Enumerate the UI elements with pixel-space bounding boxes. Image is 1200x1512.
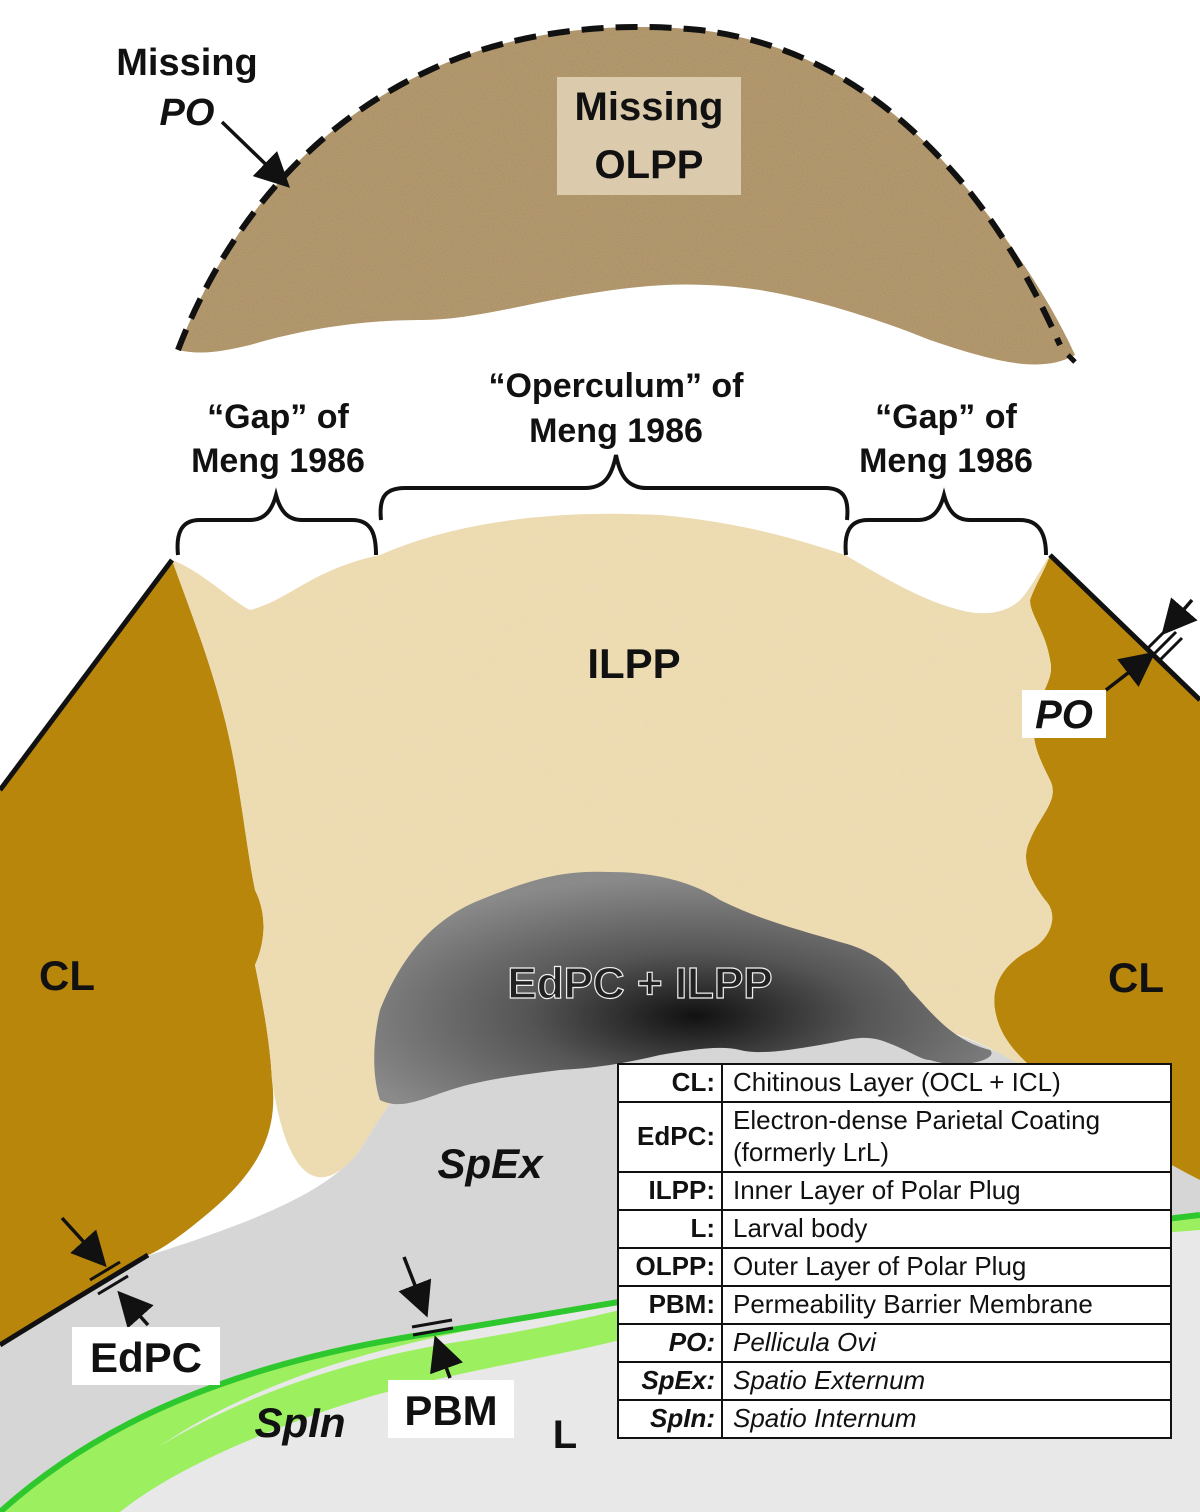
annotation-arrows	[60, 120, 1198, 1379]
po-arrow-bottom	[1104, 651, 1156, 692]
edpc-ilpp-region	[374, 871, 992, 1105]
missing-po-dashed-outline	[175, 23, 1063, 352]
legend-row: CL:Chitinous Layer (OCL + ICL)	[617, 1063, 1172, 1103]
operculum-label-line2: Meng 1986	[529, 412, 703, 450]
pbm-label: PBM	[404, 1387, 497, 1434]
legend-desc: Larval body	[721, 1208, 1172, 1249]
po-line-left	[0, 558, 175, 792]
po-right-label: PO	[1035, 693, 1093, 737]
po-line-right	[1048, 553, 1200, 702]
edpc-arrow-bottom	[117, 1290, 154, 1329]
legend-abbr: PBM:	[617, 1284, 723, 1325]
gap-right-label-line2: Meng 1986	[859, 442, 1033, 480]
missing-olpp-label-bg	[557, 77, 741, 195]
missing-po-label-line2: PO	[160, 92, 215, 134]
pbm-arrow-bottom	[430, 1335, 463, 1379]
legend-desc: Outer Layer of Polar Plug	[721, 1246, 1172, 1287]
pbm-arrow-top	[398, 1256, 432, 1318]
edpc-arrow-top	[60, 1216, 107, 1268]
legend-desc: Spatio Externum	[721, 1360, 1172, 1401]
pbm-membrane-marker	[411, 1318, 454, 1337]
edpc-label-bg	[72, 1327, 220, 1385]
edpc-line-left	[0, 1252, 150, 1348]
cl-right-label: CL	[1108, 954, 1164, 1001]
spatio-internum-lower	[70, 1310, 620, 1512]
legend-row: L:Larval body	[617, 1208, 1172, 1249]
legend-row: SpEx:Spatio Externum	[617, 1360, 1172, 1401]
missing-po-dash-end	[1066, 353, 1077, 364]
legend-row: PBM:Permeability Barrier Membrane	[617, 1284, 1172, 1325]
legend-abbr: ILPP:	[617, 1170, 723, 1211]
legend-desc: Permeability Barrier Membrane	[721, 1284, 1172, 1325]
missing-po-arrow	[220, 120, 291, 188]
gap-left-label-line2: Meng 1986	[191, 442, 365, 480]
gap-right-brace	[843, 487, 1048, 556]
legend-desc: Pellicula Ovi	[721, 1322, 1172, 1363]
legend-row: ILPP:Inner Layer of Polar Plug	[617, 1170, 1172, 1211]
missing-olpp-label-line1: Missing	[575, 85, 724, 129]
gap-right-label-line1: “Gap” of	[875, 398, 1017, 436]
cl-left-label: CL	[39, 952, 95, 999]
legend-desc: Spatio Internum	[721, 1398, 1172, 1439]
legend-row: EdPC:Electron-dense Parietal Coating (fo…	[617, 1100, 1172, 1173]
legend-row: PO:Pellicula Ovi	[617, 1322, 1172, 1363]
gap-left-label-line1: “Gap” of	[207, 398, 349, 436]
pbm-label-bg	[388, 1380, 514, 1438]
legend-abbr: SpEx:	[617, 1360, 723, 1401]
legend-desc: Chitinous Layer (OCL + ICL)	[721, 1063, 1172, 1103]
edpc-label: EdPC	[90, 1334, 202, 1381]
edpc-ilpp-label: EdPC + ILPP	[507, 959, 772, 1008]
legend-abbr: EdPC:	[617, 1100, 723, 1173]
gap-left-brace	[175, 487, 378, 556]
operculum-label-line1: “Operculum” of	[488, 367, 744, 405]
legend-desc: Inner Layer of Polar Plug	[721, 1170, 1172, 1211]
legend-abbr: L:	[617, 1208, 723, 1249]
legend-desc: Electron-dense Parietal Coating (formerl…	[721, 1100, 1172, 1173]
legend-abbr: CL:	[617, 1063, 723, 1103]
ilpp-label: ILPP	[587, 640, 680, 687]
missing-olpp-cap	[178, 26, 1075, 365]
larval-body-label: L	[553, 1413, 577, 1457]
spex-label: SpEx	[437, 1140, 544, 1187]
po-label-bg	[1022, 690, 1106, 738]
legend-abbr: PO:	[617, 1322, 723, 1363]
legend-row: SpIn:Spatio Internum	[617, 1398, 1172, 1439]
missing-olpp-label-line2: OLPP	[595, 143, 704, 187]
operculum-brace	[378, 454, 850, 521]
spin-label: SpIn	[255, 1399, 346, 1446]
chitinous-layer-left	[0, 560, 274, 1345]
edpc-membrane-marker-left	[89, 1260, 129, 1296]
legend-row: OLPP:Outer Layer of Polar Plug	[617, 1246, 1172, 1287]
legend-table: CL:Chitinous Layer (OCL + ICL) EdPC:Elec…	[617, 1063, 1172, 1439]
missing-po-label-line1: Missing	[116, 42, 257, 84]
po-arrow-top	[1161, 597, 1198, 636]
legend-abbr: OLPP:	[617, 1246, 723, 1287]
legend-abbr: SpIn:	[617, 1398, 723, 1439]
